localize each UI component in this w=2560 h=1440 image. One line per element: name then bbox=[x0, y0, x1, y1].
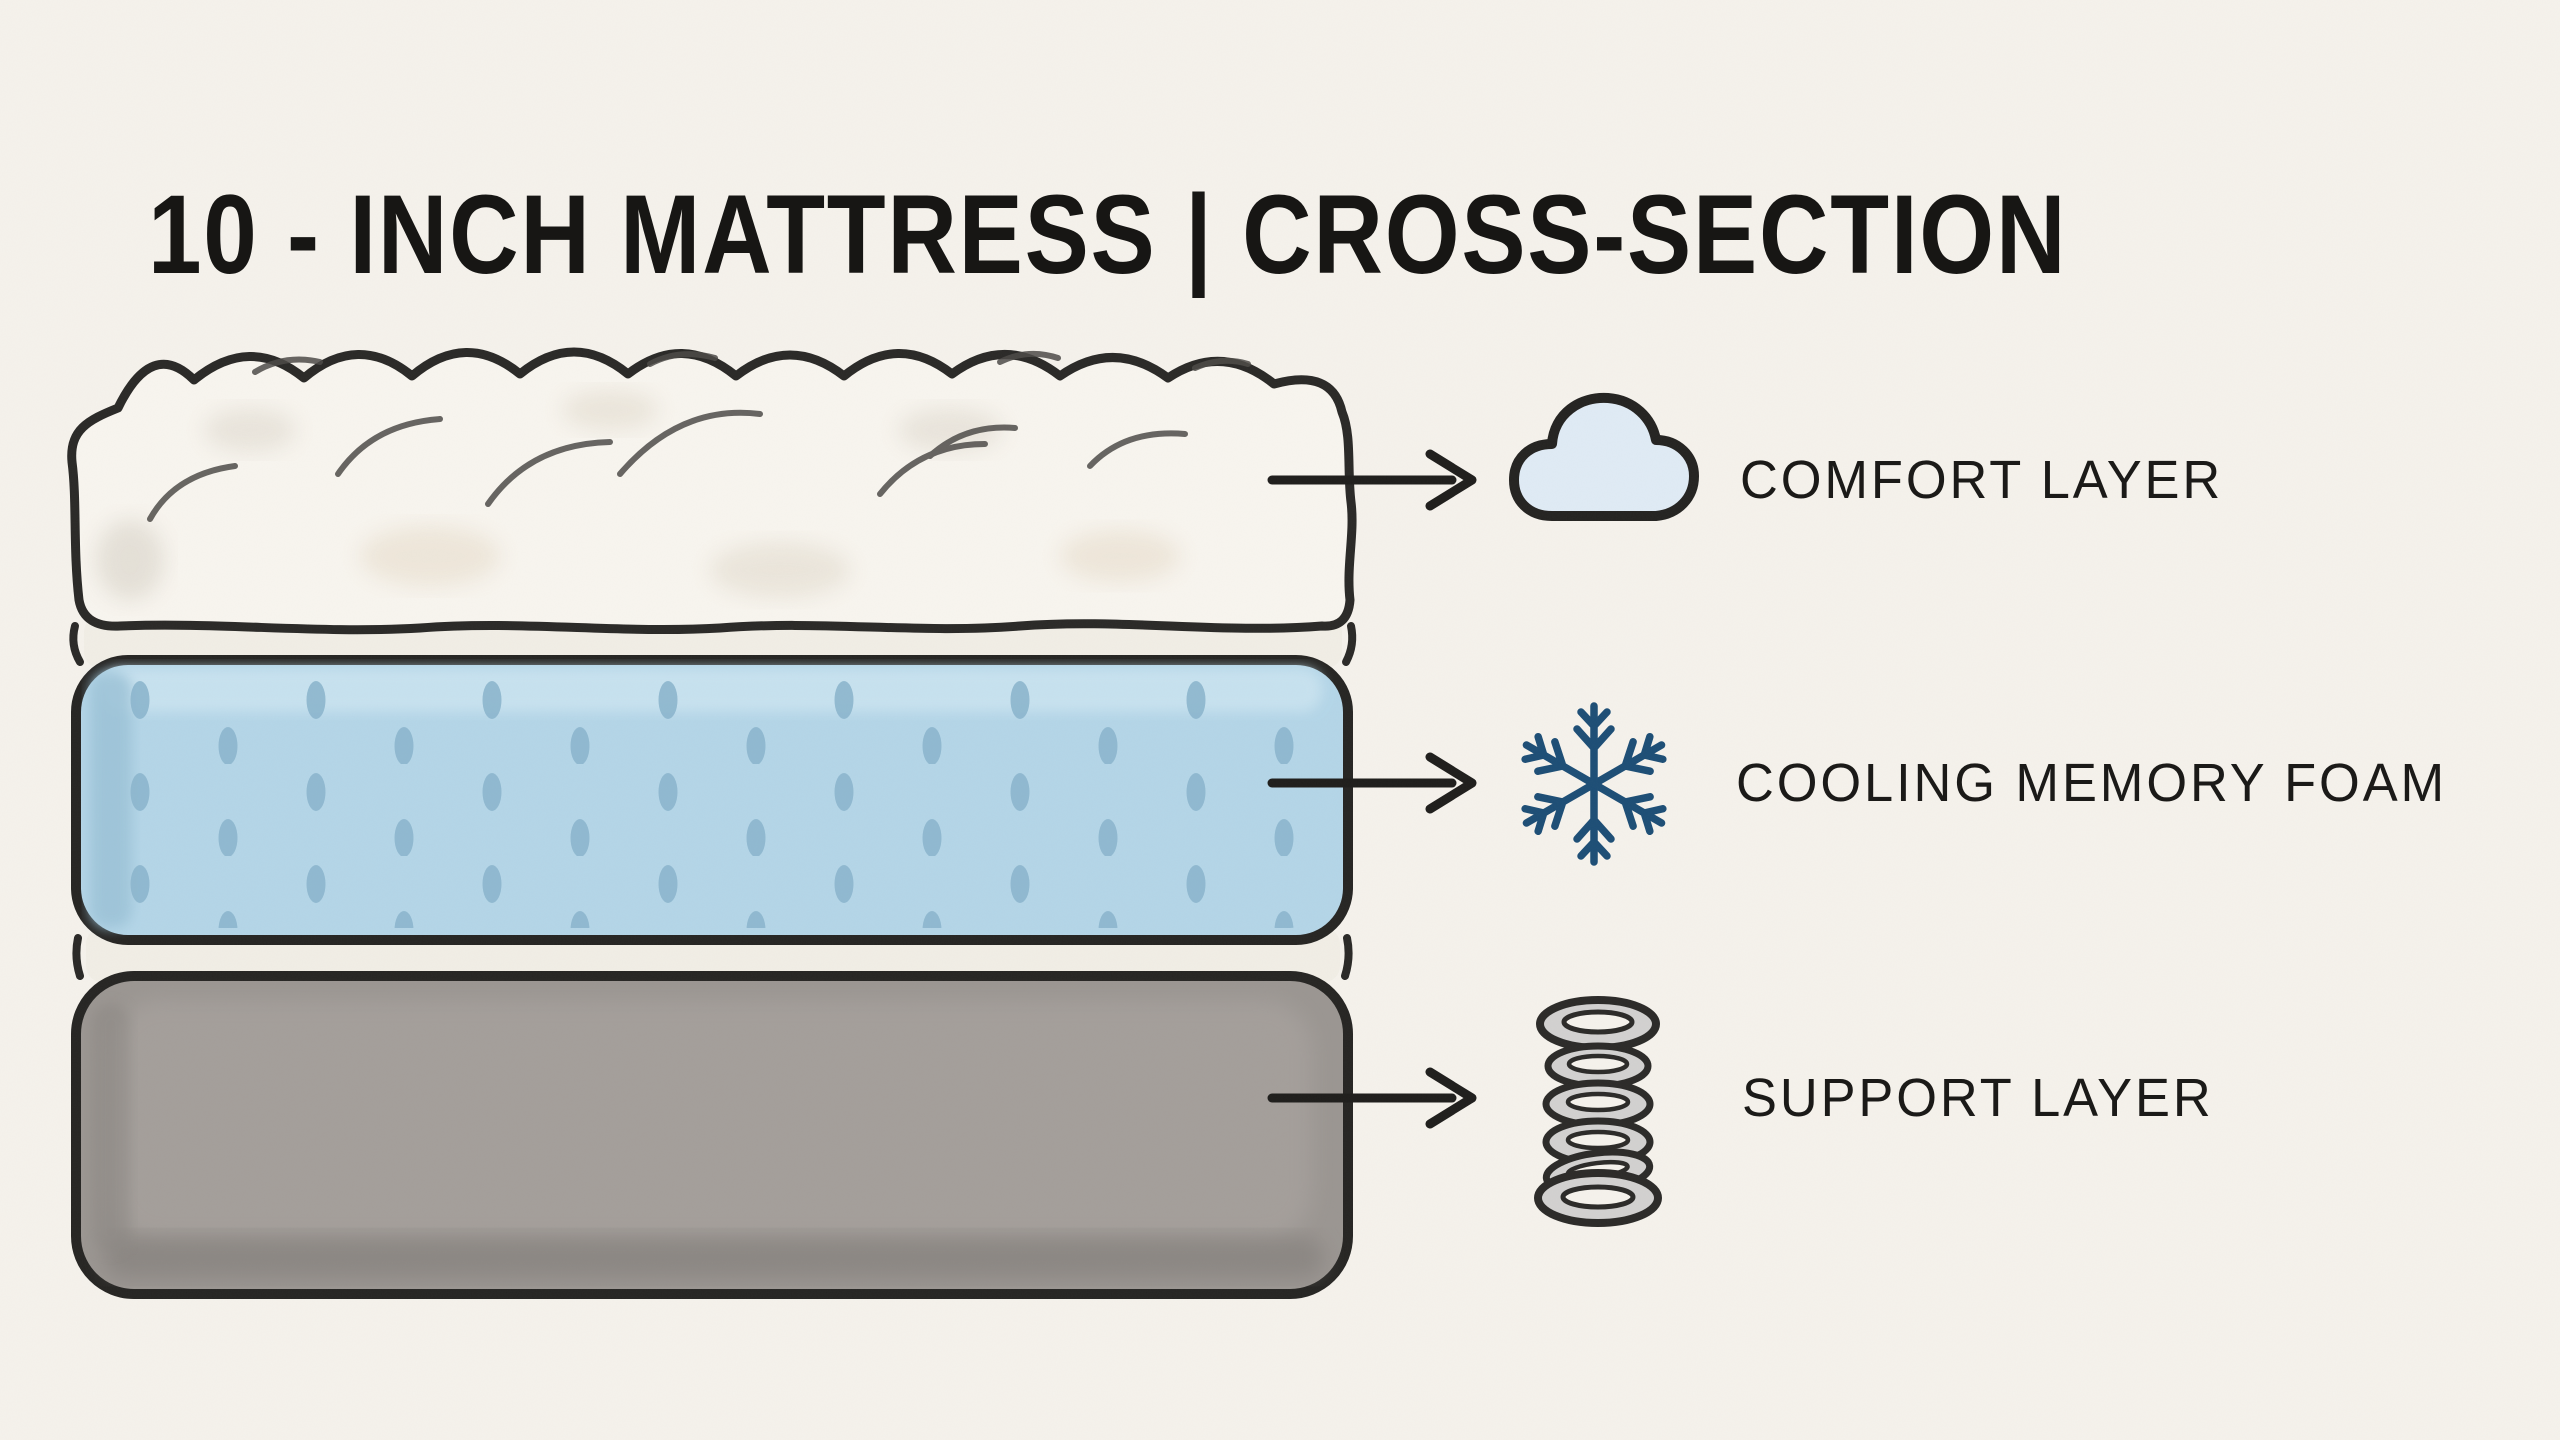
cooling-layer-label: COOLING MEMORY FOAM bbox=[1736, 753, 2448, 813]
page-title: 10 - INCH MATTRESS | CROSS-SECTION bbox=[148, 172, 2068, 298]
comfort-layer-label: COMFORT LAYER bbox=[1740, 450, 2224, 510]
support-layer-label: SUPPORT LAYER bbox=[1742, 1068, 2214, 1128]
